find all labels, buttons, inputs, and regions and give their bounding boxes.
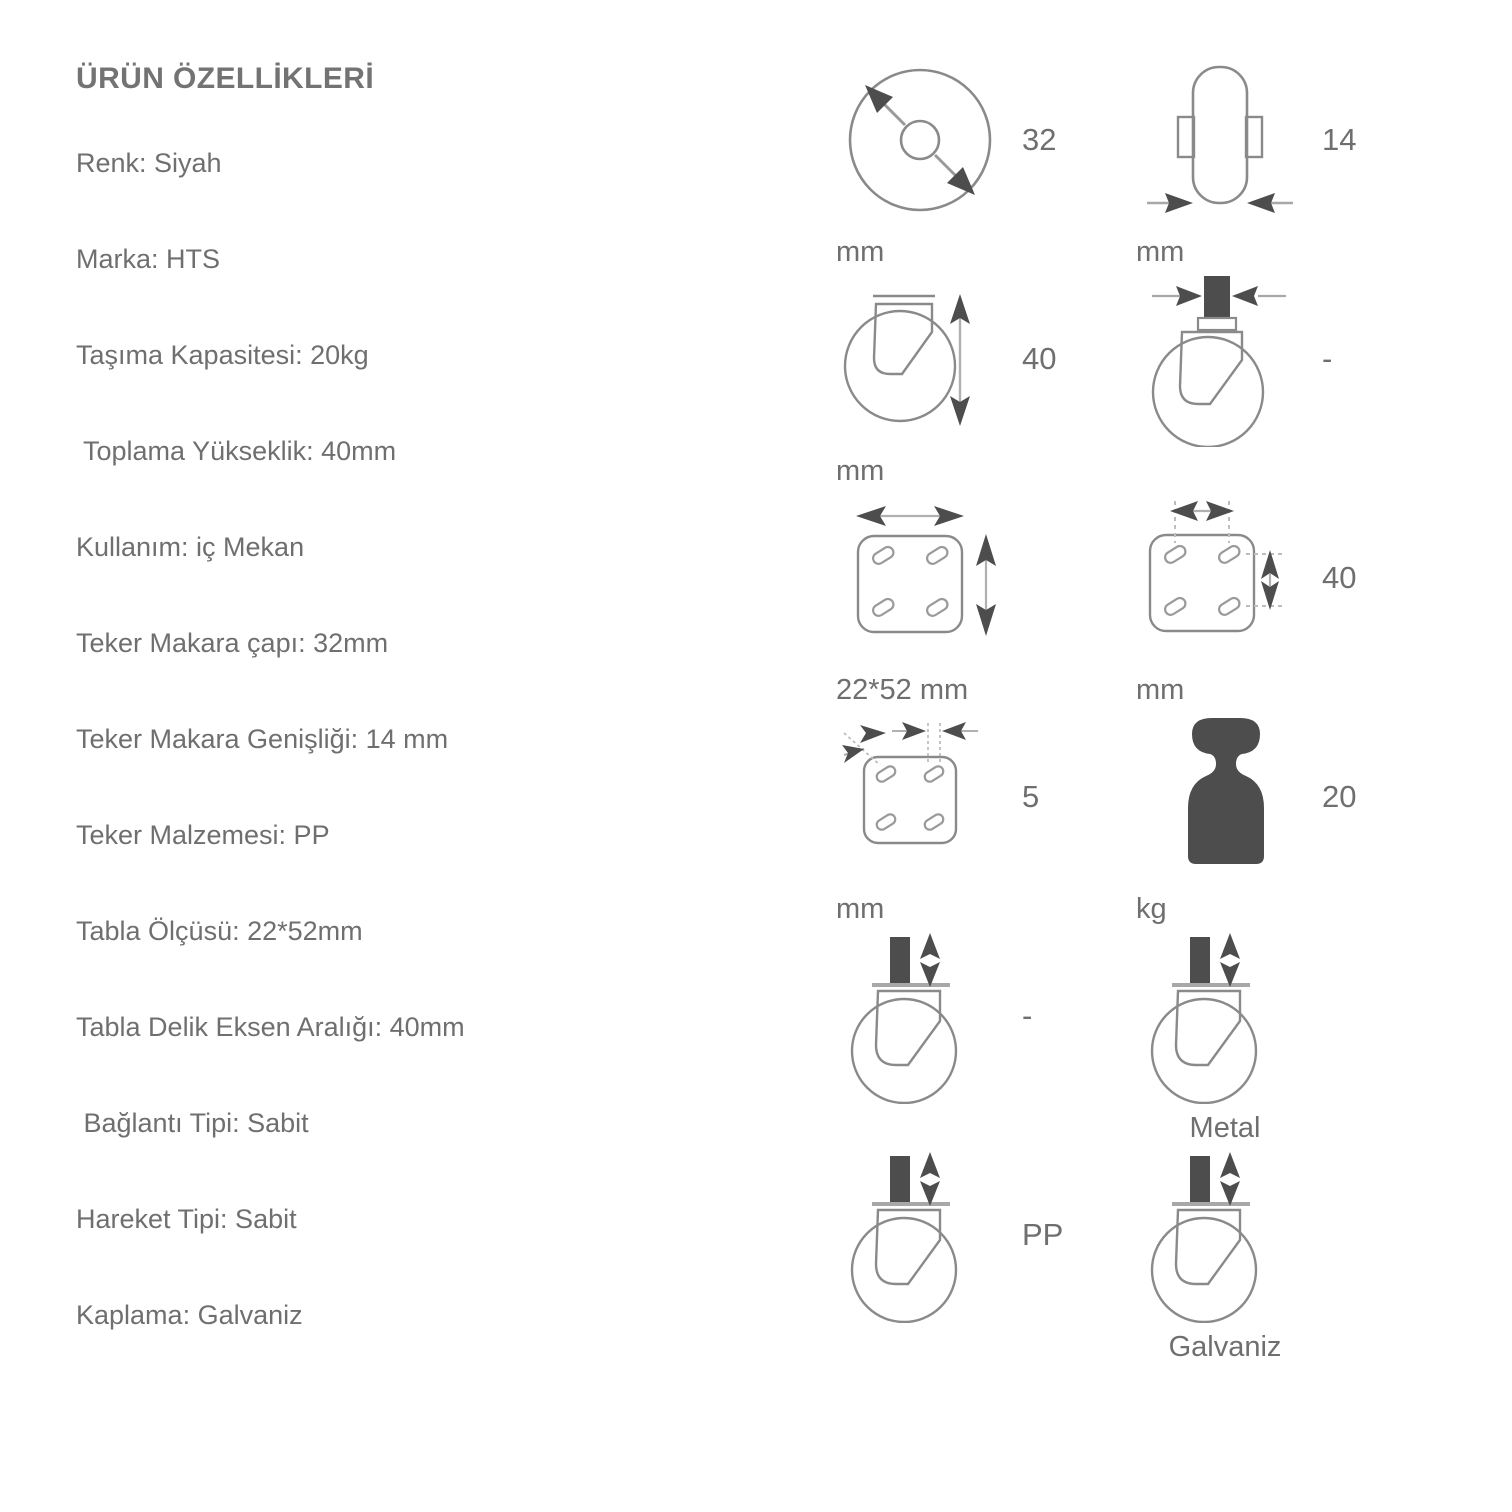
icon-cell-plate-size: 22*52 mm (820, 488, 1120, 707)
caster-bracket-material-icon (1120, 929, 1320, 1104)
icon-row: PP Galvaniz (820, 1145, 1480, 1364)
wheel-width-icon (1120, 55, 1320, 225)
icon-row: - Metal (820, 926, 1480, 1145)
overall-height-icon (820, 274, 1020, 444)
caster-wheel-material-icon (820, 1148, 1020, 1323)
icon-cell-mount-type: - (820, 926, 1120, 1112)
wheel-diameter-icon (820, 55, 1020, 225)
spec-item-overall-height: Toplama Yükseklik: 40mm (76, 436, 397, 466)
icon-specification-grid: 32 mm 14 mm (820, 50, 1480, 1364)
icon-value: 14 (1322, 122, 1357, 157)
hole-center-distance-icon (1120, 493, 1320, 663)
icon-unit: mm (1136, 674, 1185, 706)
spec-item-wheel-width: Teker Makara Genişliği: 14 mm (76, 724, 449, 754)
caster-mount-icon (820, 929, 1020, 1104)
icon-unit: kg (1136, 893, 1167, 925)
icon-unit: mm (836, 236, 885, 268)
spec-item-wheel-material: Teker Malzemesi: PP (76, 820, 330, 850)
icon-value: PP (1022, 1217, 1064, 1252)
icon-value: 5 (1022, 779, 1040, 814)
icon-row: 40 mm - (820, 269, 1480, 488)
icon-value: - (1022, 998, 1033, 1033)
plate-size-icon (820, 496, 1020, 661)
icon-cell-wheel-material: PP (820, 1145, 1120, 1331)
icon-value: 32 (1022, 122, 1057, 157)
icon-unit: Metal (1189, 1112, 1261, 1144)
icon-row: 32 mm 14 mm (820, 50, 1480, 269)
stem-caster-icon (1120, 272, 1320, 447)
icon-cell-overall-height: 40 mm (820, 269, 1120, 488)
spec-item-usage: Kullanım: iç Mekan (76, 532, 305, 562)
caster-coating-icon (1120, 1148, 1320, 1323)
load-weight-icon (1120, 712, 1320, 882)
icon-cell-hole-spacing: 40 mm (1120, 488, 1420, 707)
icon-cell-wheel-diameter: 32 mm (820, 50, 1120, 269)
icon-row: 22*52 mm (820, 488, 1480, 707)
icon-cell-coating: Galvaniz (1120, 1145, 1420, 1364)
spec-item-brand: Marka: HTS (76, 244, 221, 274)
icon-unit: mm (836, 893, 885, 925)
icon-cell-connection-type: - (1120, 269, 1420, 455)
spec-item-movement-type: Hareket Tipi: Sabit (76, 1204, 297, 1234)
icon-cell-bracket-material: Metal (1120, 926, 1420, 1145)
page-title: ÜRÜN ÖZELLİKLERİ (76, 62, 375, 95)
icon-unit: mm (836, 455, 885, 487)
spec-item-coating: Kaplama: Galvaniz (76, 1300, 303, 1330)
icon-value: 20 (1322, 779, 1357, 814)
icon-unit: Galvaniz (1168, 1331, 1282, 1363)
icon-value: 40 (1022, 341, 1057, 376)
spec-item-connection-type: Bağlantı Tipi: Sabit (76, 1108, 309, 1138)
product-specifications-panel: ÜRÜN ÖZELLİKLERİ Renk: Siyah Marka: HTS … (76, 62, 776, 1329)
spec-item-plate-size: Tabla Ölçüsü: 22*52mm (76, 916, 363, 946)
spec-item-hole-spacing: Tabla Delik Eksen Aralığı: 40mm (76, 1012, 465, 1042)
icon-value: - (1322, 341, 1333, 376)
hole-diameter-icon (820, 715, 1020, 880)
icon-unit: mm (1136, 236, 1185, 268)
icon-cell-hole-diameter: 5 mm (820, 707, 1120, 926)
icon-value: 40 (1322, 560, 1357, 595)
icon-cell-wheel-width: 14 mm (1120, 50, 1420, 269)
icon-row: 5 mm 20 kg (820, 707, 1480, 926)
spec-item-color: Renk: Siyah (76, 148, 222, 178)
icon-cell-load-weight: 20 kg (1120, 707, 1420, 926)
spec-item-load-capacity: Taşıma Kapasitesi: 20kg (76, 340, 369, 370)
icon-unit: 22*52 mm (836, 674, 969, 706)
spec-item-wheel-diameter: Teker Makara çapı: 32mm (76, 628, 389, 658)
